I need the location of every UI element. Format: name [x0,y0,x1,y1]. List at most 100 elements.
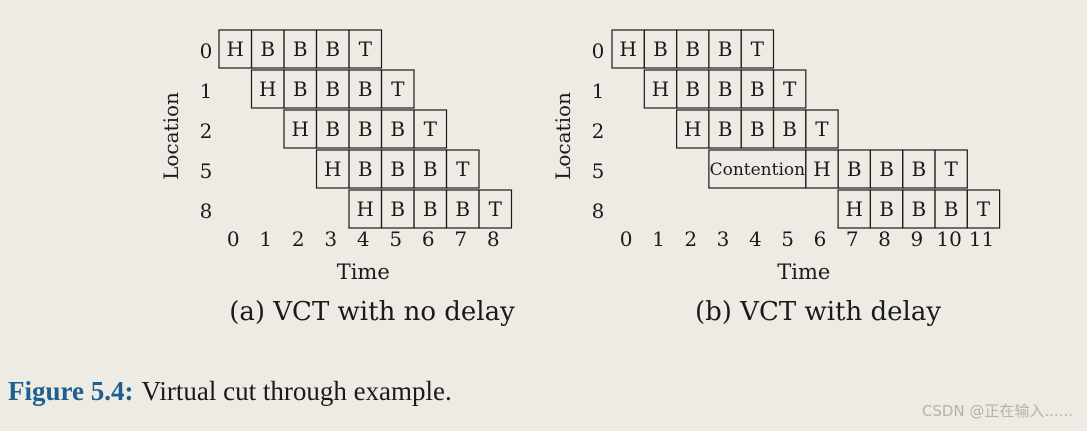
flit-label: H [227,37,244,61]
flit-label: B [390,157,405,181]
flit-label: T [977,197,991,221]
time-tick-label: 6 [422,227,435,251]
time-tick-label: 11 [969,227,994,251]
time-tick-label: 3 [717,227,730,251]
watermark: CSDN @正在输入...... [921,402,1073,420]
flit-label: T [391,77,405,101]
flit-label: T [944,157,958,181]
location-label: 5 [592,159,605,183]
time-tick-label: 5 [781,227,794,251]
flit-label: H [292,117,309,141]
time-tick-label: 1 [259,227,272,251]
time-tick-label: 10 [936,227,961,251]
flit-label: B [325,37,340,61]
flit-label: B [750,77,765,101]
figure-caption: Figure 5.4:Virtual cut through example. [8,376,452,407]
flit-label: H [619,37,636,61]
flit-label: H [357,197,374,221]
flit-label: B [847,157,862,181]
flit-label: T [424,117,438,141]
flit-label: B [718,117,733,141]
flit-label: H [846,197,863,221]
flit-cell [740,29,775,69]
location-label: 0 [200,39,213,63]
figure-label: Figure 5.4: [8,376,134,406]
flit-label: B [944,197,959,221]
flit-cell [413,109,448,149]
time-tick-label: 5 [389,227,402,251]
flit-label: B [455,197,470,221]
flit-cell [934,149,968,189]
flit-label: H [652,77,669,101]
location-label: 0 [592,39,605,63]
location-label: 1 [200,79,213,103]
flit-cell [772,69,807,109]
x-axis-label: Time [337,260,390,284]
flit-label: B [390,197,405,221]
flit-label: B [750,117,765,141]
location-label: 2 [592,119,605,143]
time-tick-label: 7 [454,227,467,251]
location-label: 8 [592,199,605,223]
flit-label: T [815,117,829,141]
time-tick-label: 0 [227,227,240,251]
flit-label: H [684,117,701,141]
flit-label: H [324,157,341,181]
flit-label: B [423,197,438,221]
flit-cell [380,69,415,109]
flit-label: H [259,77,276,101]
time-tick-label: 2 [684,227,697,251]
time-tick-label: 2 [292,227,305,251]
flit-label: B [325,117,340,141]
time-tick-label: 8 [487,227,500,251]
location-label: 5 [200,159,213,183]
time-tick-label: 4 [357,227,370,251]
flit-label: B [911,157,926,181]
flit-label: B [879,157,894,181]
flit-cell [478,189,513,229]
y-axis-label: Location [159,92,183,180]
y-axis-label: Location [551,92,575,180]
time-tick-label: 3 [324,227,337,251]
flit-label: B [293,37,308,61]
time-tick-label: 8 [878,227,891,251]
flit-label: B [423,157,438,181]
flit-label: B [358,117,373,141]
flit-cell [966,189,1001,229]
flit-label: T [751,37,765,61]
flit-label: B [293,77,308,101]
flit-cell [805,109,839,149]
flit-cell [348,29,383,69]
flit-label: B [685,37,700,61]
panel-caption: (b) VCT with delay [695,297,941,327]
flit-label: H [813,157,830,181]
flit-label: B [718,37,733,61]
flit-label: B [685,77,700,101]
flit-label: B [390,117,405,141]
location-label: 8 [200,199,213,223]
time-tick-label: 0 [620,227,633,251]
location-label: 1 [592,79,605,103]
time-tick-label: 4 [749,227,762,251]
flit-label: B [358,77,373,101]
flit-label: B [325,77,340,101]
flit-label: T [359,37,373,61]
flit-label: B [718,77,733,101]
flit-cell [445,149,480,189]
time-tick-label: 9 [910,227,923,251]
flit-label: T [456,157,470,181]
time-tick-label: 6 [814,227,827,251]
time-tick-label: 7 [846,227,859,251]
flit-label: B [358,157,373,181]
figure-caption-text: Virtual cut through example. [141,376,452,406]
flit-label: T [783,77,797,101]
flit-label: B [782,117,797,141]
contention-label: Contention [710,160,806,180]
flit-label: B [879,197,894,221]
flit-label: B [911,197,926,221]
flit-label: T [489,197,503,221]
x-axis-label: Time [777,260,830,284]
